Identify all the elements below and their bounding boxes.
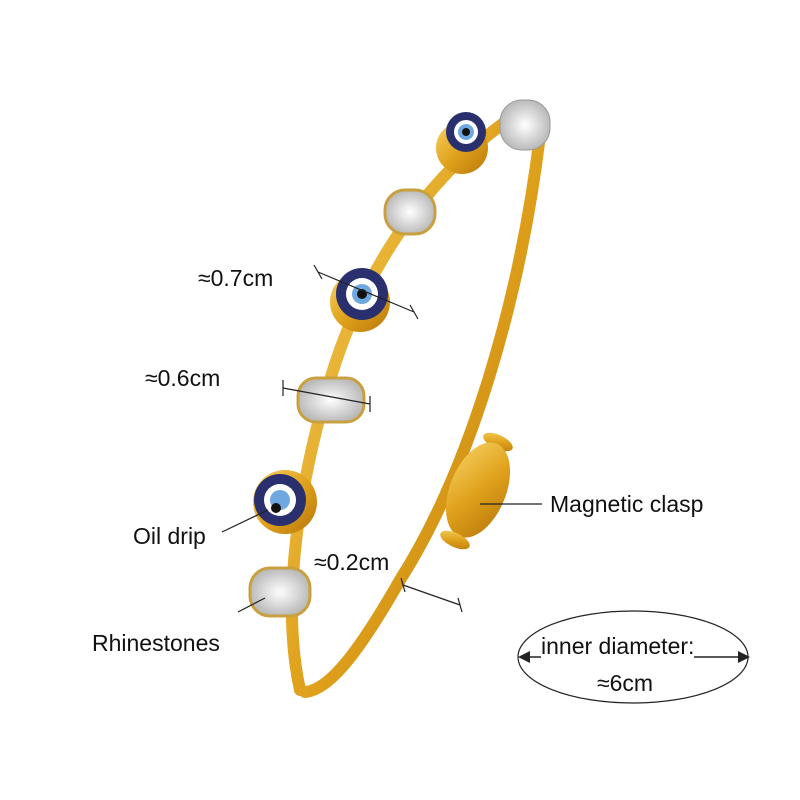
inner-diameter-label: inner diameter: xyxy=(541,633,695,660)
magnetic-clasp-label: Magnetic clasp xyxy=(550,491,704,517)
inner-diameter-value: ≈6cm xyxy=(597,670,654,696)
rhinestone-charm xyxy=(499,99,551,151)
evil-eye-charm xyxy=(436,112,488,174)
wire-size-label: ≈0.2cm xyxy=(314,549,390,575)
rhinestone-charm xyxy=(383,188,437,236)
bracelet-wire-right xyxy=(299,129,546,698)
rhinestones-label: Rhinestones xyxy=(92,630,220,656)
eye-size-label: ≈0.7cm xyxy=(198,265,274,291)
rhinestone-size-label: ≈0.6cm xyxy=(145,365,221,391)
evil-eye-charm xyxy=(253,470,317,534)
evil-eye-charm xyxy=(330,268,390,332)
rhinestone-charm xyxy=(248,566,312,618)
oil-drip-label: Oil drip xyxy=(133,523,206,549)
dimension-lines xyxy=(221,264,542,613)
rhinestone-charm xyxy=(296,376,366,424)
magnetic-clasp xyxy=(440,432,513,550)
